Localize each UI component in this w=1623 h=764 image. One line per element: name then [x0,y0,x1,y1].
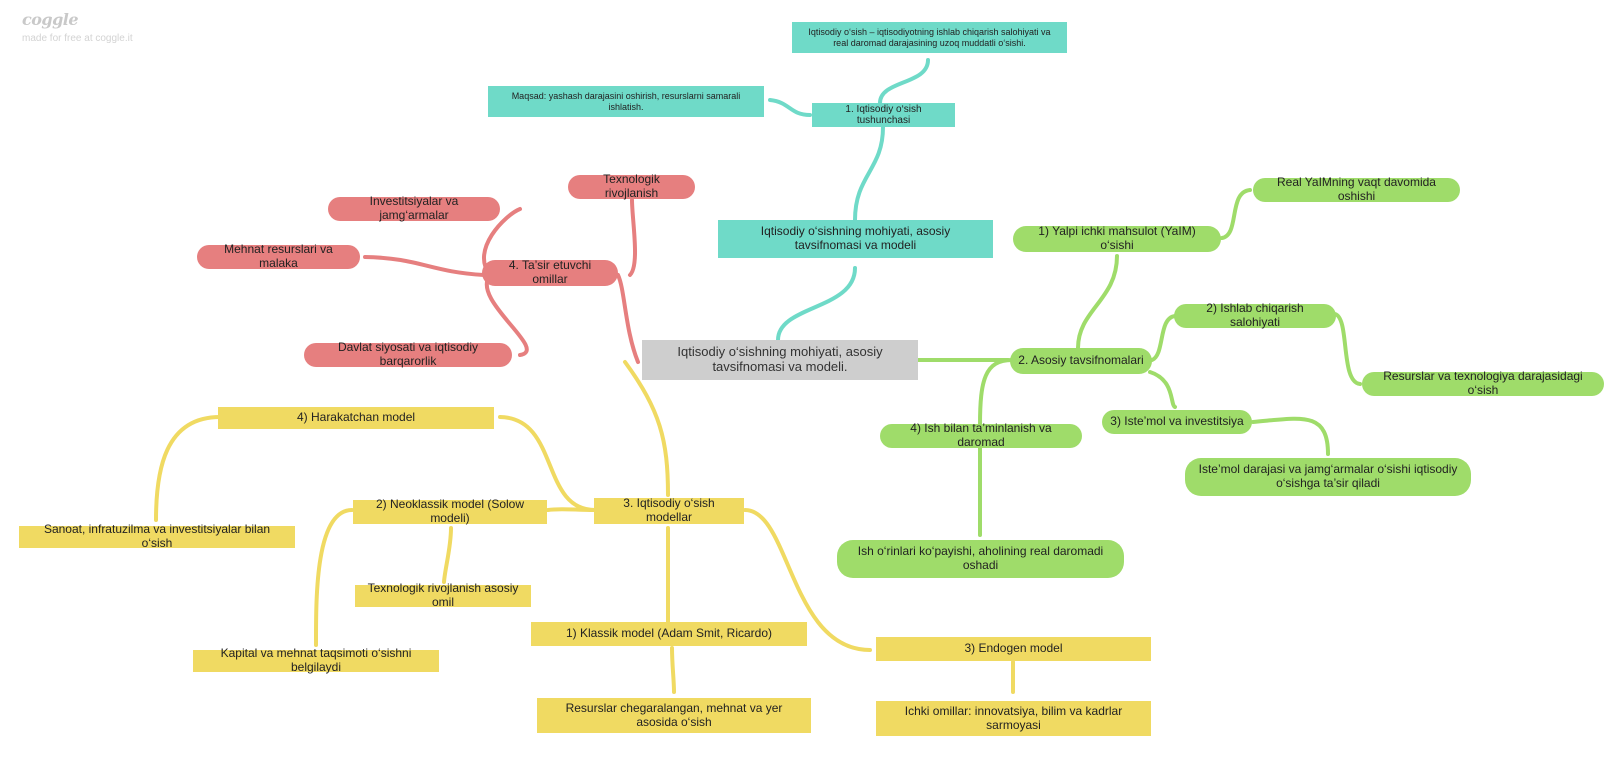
node-red-labor[interactable]: Mehnat resurslari va malaka [197,242,360,270]
edge-yellow-endo [743,508,872,652]
edge-green-capacity [1150,314,1177,362]
edge-green-consumption [1148,370,1177,409]
edge-concept-definition [878,58,930,105]
node-yellow-moving[interactable]: 4) Harakatchan model [218,407,494,429]
node-red-tech[interactable]: Texnologik rivojlanish [568,172,695,200]
node-yellow-main[interactable]: 3. Iqtisodiy o‘sish modellar [594,496,744,524]
edge-green-employment [978,358,1014,427]
node-yellow-endo-detail[interactable]: Ichki omillar: innovatsiya, bilim va kad… [876,701,1151,736]
edge-red-tech [628,198,637,277]
edge-classic-detail [670,646,676,694]
node-green-capacity[interactable]: 2) Ishlab chiqarish salohiyati [1174,301,1336,329]
edge-consumption-detail [1251,416,1330,456]
node-yellow-neo-tech[interactable]: Texnologik rivojlanish asosiy omil [355,581,531,609]
node-yellow-moving-detail[interactable]: Sanoat, infratuzilma va investitsiyalar … [19,522,295,550]
edge-neo-tech [442,526,453,584]
node-green-consumption[interactable]: 3) Iste’mol va investitsiya [1102,410,1252,434]
node-yellow-classic[interactable]: 1) Klassik model (Adam Smit, Ricardo) [531,622,807,646]
node-teal-goal[interactable]: Maqsad: yashash darajasini oshirish, res… [488,86,764,117]
node-yellow-classic-detail[interactable]: Resurslar chegaralangan, mehnat va yer a… [537,698,811,733]
node-teal-definition[interactable]: Iqtisodiy o‘sish – iqtisodiyotning ishla… [792,22,1067,53]
node-green-gdp[interactable]: 1) Yalpi ichki mahsulot (YaIM) o‘sishi [1013,224,1221,252]
edge-teal-concept [853,125,885,222]
root-node[interactable]: Iqtisodiy o‘sishning mohiyati, asosiy ta… [642,340,918,380]
node-green-main[interactable]: 2. Asosiy tavsifnomalari [1010,348,1152,374]
node-yellow-neo[interactable]: 2) Neoklassik model (Solow modeli) [353,497,547,525]
node-green-employment-detail[interactable]: Ish o‘rinlari ko‘payishi, aholining real… [837,540,1124,578]
node-red-policy[interactable]: Davlat siyosati va iqtisodiy barqarorlik [304,340,512,368]
node-red-main[interactable]: 4. Ta’sir etuvchi omillar [482,258,618,286]
node-green-employment[interactable]: 4) Ish bilan ta’minlanish va daromad [880,421,1082,449]
edge-root-teal [776,266,857,342]
edge-capacity-detail [1333,312,1362,386]
node-yellow-neo-capital[interactable]: Kapital va mehnat taqsimoti o‘sishni bel… [193,646,439,674]
coggle-tagline: made for free at coggle.it [22,33,133,44]
edge-yellow-moving [498,415,597,512]
edge-concept-goal [768,98,812,117]
node-yellow-endo[interactable]: 3) Endogen model [876,637,1151,661]
coggle-logo: coggle [22,10,79,29]
edge-yellow-neo [546,507,596,512]
edge-red-labor [363,255,486,277]
node-teal-concept[interactable]: 1. Iqtisodiy o‘sish tushunchasi [812,103,955,127]
edge-green-gdp [1076,254,1119,350]
edge-root-yellow [623,360,670,497]
node-teal-title[interactable]: Iqtisodiy o‘sishning mohiyati, asosiy ta… [718,220,993,258]
edge-red-policy [485,273,529,357]
edge-root-red [616,273,640,364]
edge-neo-capital [313,508,354,647]
edge-gdp-detail [1220,188,1252,240]
node-green-gdp-detail[interactable]: Real YaIMning vaqt davomida oshishi [1253,175,1460,203]
node-green-consumption-detail[interactable]: Iste’mol darajasi va jamg‘armalar o‘sish… [1185,458,1471,496]
node-green-capacity-detail[interactable]: Resurslar va texnologiya darajasidagi o‘… [1362,369,1604,397]
coggle-brand: coggle made for free at coggle.it [22,10,133,44]
edge-moving-detail [154,415,222,522]
node-red-invest[interactable]: Investitsiyalar va jamg‘armalar [328,194,500,222]
